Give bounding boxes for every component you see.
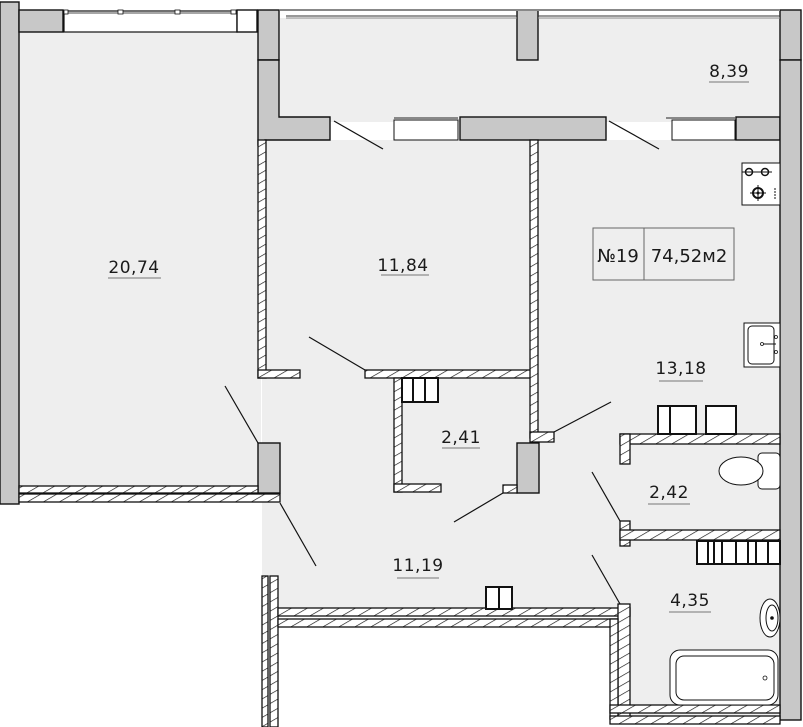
room-labels: 20,74 11,84 8,39 13,18 2,41 2,42 11,19 (108, 62, 749, 613)
room-hallway: 11,19 (392, 556, 443, 579)
apartment-badge: №19 74,52м2 (592, 227, 735, 281)
partition-walls (18, 139, 781, 727)
apartment-total-area: 74,52м2 (651, 246, 728, 267)
room-bedroom: 11,84 (377, 256, 429, 276)
room-area-label: 13,18 (655, 359, 706, 379)
ventilation-shaft-icon (657, 405, 737, 435)
room-area-label: 11,19 (392, 556, 443, 576)
room-kitchen: 13,18 (655, 359, 706, 382)
room-bathroom: 4,35 (669, 591, 711, 613)
room-closet: 2,41 (441, 428, 481, 449)
apartment-number: №19 (597, 246, 639, 267)
room-area-label: 11,84 (377, 256, 428, 276)
room-toilet: 2,42 (648, 483, 690, 505)
door-swings (224, 120, 660, 605)
toilet-icon (718, 452, 781, 490)
room-area-label: 4,35 (670, 591, 710, 611)
balcony-railing (280, 9, 780, 19)
room-area-label: 2,42 (649, 483, 689, 503)
hallway-vent-icon (485, 586, 513, 610)
room-area-label: 8,39 (709, 62, 749, 82)
room-area-label: 2,41 (441, 428, 481, 448)
bathtub-icon (669, 649, 779, 706)
washbasin-icon (759, 598, 781, 638)
bathroom-shaft-icon (696, 540, 781, 565)
room-loggia: 8,39 (709, 62, 749, 83)
left-outer-wall (0, 1, 20, 505)
inner-windows (393, 117, 736, 141)
kitchen-sink-icon (743, 322, 781, 368)
living-room-window (63, 9, 238, 33)
closet-vent-icon (401, 377, 439, 403)
stove-icon (741, 162, 781, 206)
room-living-room: 20,74 (108, 258, 161, 279)
room-area-label: 20,74 (108, 258, 159, 278)
